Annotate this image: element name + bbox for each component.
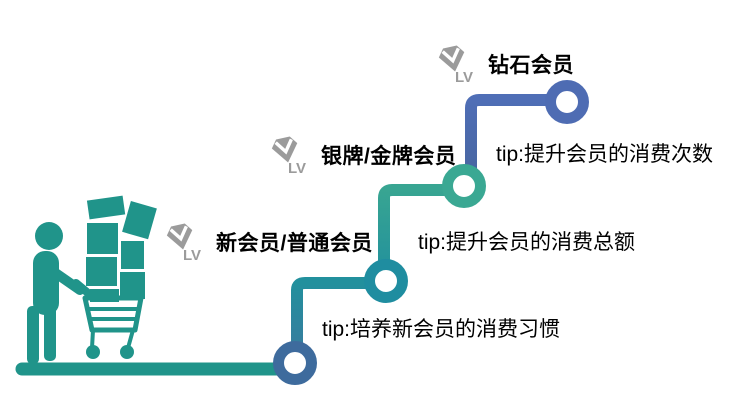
step-node-1 — [273, 341, 317, 385]
cart-frame — [87, 307, 139, 349]
tier-3-label: 钻石会员 — [488, 54, 574, 77]
badge-lv-text: LV — [288, 160, 306, 175]
cart-basket — [82, 295, 144, 333]
level-badge-icon: LV — [438, 45, 473, 84]
tip-new-member: tip:培养新会员的消费习惯 — [322, 318, 561, 341]
tier-2-row: LV 银牌/金牌会员 — [270, 135, 456, 175]
shopper-leg-right — [44, 306, 56, 361]
shopper-leg-left — [27, 306, 39, 364]
level-badge-icon: LV — [271, 136, 306, 175]
cart-wheel-right — [120, 345, 134, 359]
tip-silver-gold: tip:提升会员的消费总额 — [418, 231, 636, 254]
shopper-cart-illustration — [27, 195, 157, 364]
cart-wheel-left — [86, 345, 100, 359]
step-node-4 — [545, 80, 589, 124]
tier-3-row: LV 钻石会员 — [437, 44, 574, 84]
tier-1-row: LV 新会员/普通会员 — [165, 222, 373, 262]
level-badge-icon: LV — [166, 223, 201, 262]
step-node-2 — [364, 259, 408, 303]
step-connector-1 — [291, 277, 392, 364]
step-connector-2 — [378, 184, 470, 280]
badge-lv-text: LV — [455, 69, 473, 84]
step-connector-3 — [465, 94, 573, 186]
tier-1-label: 新会员/普通会员 — [216, 232, 373, 255]
tier-2-label: 银牌/金牌会员 — [321, 145, 457, 168]
shopper-head — [35, 222, 63, 250]
step-node-3 — [442, 164, 486, 208]
cart-boxes — [86, 195, 157, 302]
tip-diamond: tip:提升会员的消费次数 — [496, 143, 714, 166]
badge-lv-text: LV — [183, 247, 201, 262]
